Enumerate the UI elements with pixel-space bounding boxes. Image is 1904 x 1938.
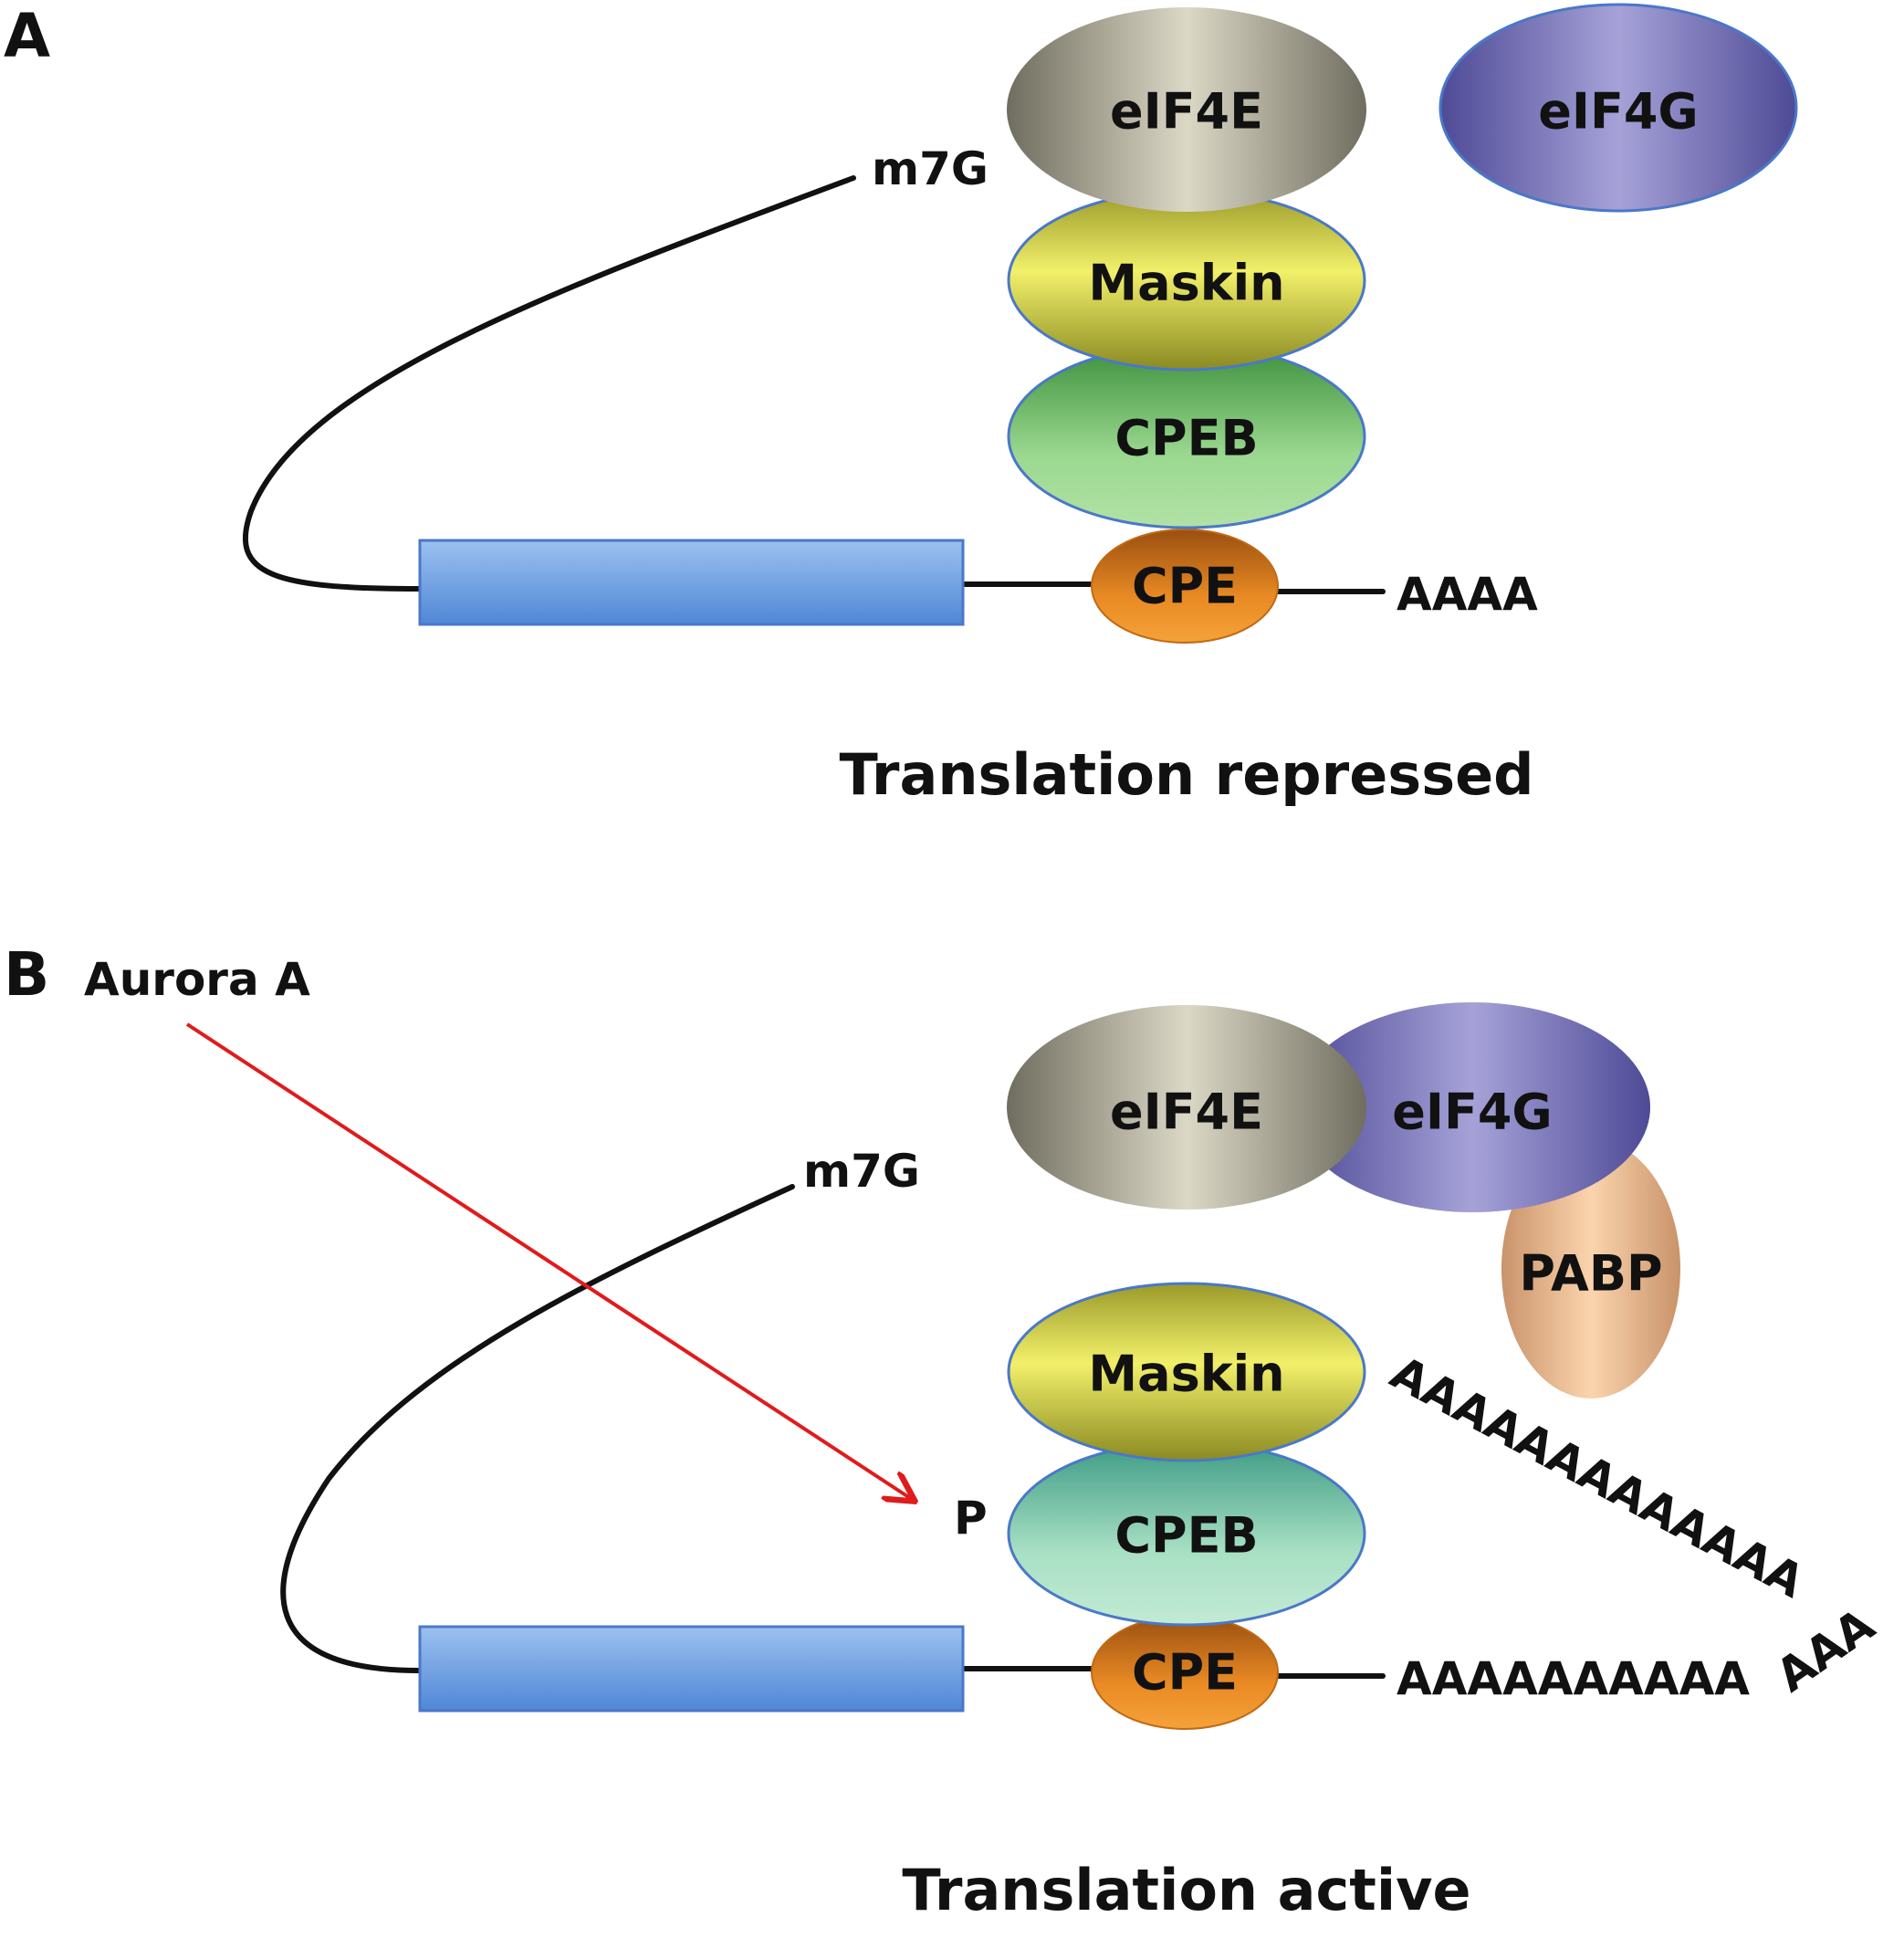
m7g-cap-label-a: m7G [872,142,989,195]
eif4g-protein-b: eIF4G [1294,1002,1650,1212]
eif4e-protein-a: eIF4E [1007,7,1366,212]
caption-a: Translation repressed [839,741,1533,808]
cpeb-protein-b: CPEB [1007,1440,1366,1627]
panel-b-label: B [4,939,49,1010]
cpe-label-a: CPE [1132,558,1238,615]
phospho-label: P [954,1492,988,1545]
cpeb-label-a: CPEB [1114,410,1258,467]
coding-region-b [418,1625,965,1713]
maskin-protein-b: Maskin [1007,1282,1366,1462]
pabp-protein: PABP [1501,1139,1680,1399]
polya-tail-end: AAA [1767,1598,1885,1702]
mrna-5prime-loop-a [242,175,856,592]
cpe-label-b: CPE [1132,1644,1238,1702]
polya-tail-label-b: AAAAAAAAAA [1397,1652,1750,1705]
eif4e-label-a: eIF4E [1110,83,1263,141]
m7g-cap-label-b: m7G [803,1145,920,1198]
coding-region-a [418,539,965,626]
pabp-label: PABP [1519,1245,1662,1303]
mrna-5prime-loop-b [280,1184,795,1673]
panel-a-label: A [4,1,50,71]
phosphorylation-arrow [185,1022,913,1500]
eif4e-label-b: eIF4E [1110,1084,1263,1141]
eif4g-label-a: eIF4G [1538,83,1699,141]
polya-tail-label-a: AAAA [1397,568,1538,621]
maskin-label-b: Maskin [1088,1346,1284,1403]
eif4g-label-b: eIF4G [1392,1084,1553,1141]
cpe-element-a: CPE [1091,529,1279,644]
cpeb-protein-a: CPEB [1007,343,1366,529]
panel-b: B Aurora A m7G P CPE CPEB Maskin PABP [4,939,1884,1923]
eif4e-protein-b: eIF4E [1007,1005,1366,1210]
aurora-a-label: Aurora A [84,953,310,1006]
cpeb-label-b: CPEB [1114,1507,1258,1565]
cpe-element-b: CPE [1091,1615,1279,1730]
eif4g-protein-a: eIF4G [1438,3,1798,213]
maskin-protein-a: Maskin [1007,189,1366,372]
maskin-label-a: Maskin [1088,255,1284,312]
panel-a: A m7G AAAA CPE CPEB Maskin eIF4E eIF4G [4,1,1798,808]
caption-b: Translation active [902,1857,1470,1923]
